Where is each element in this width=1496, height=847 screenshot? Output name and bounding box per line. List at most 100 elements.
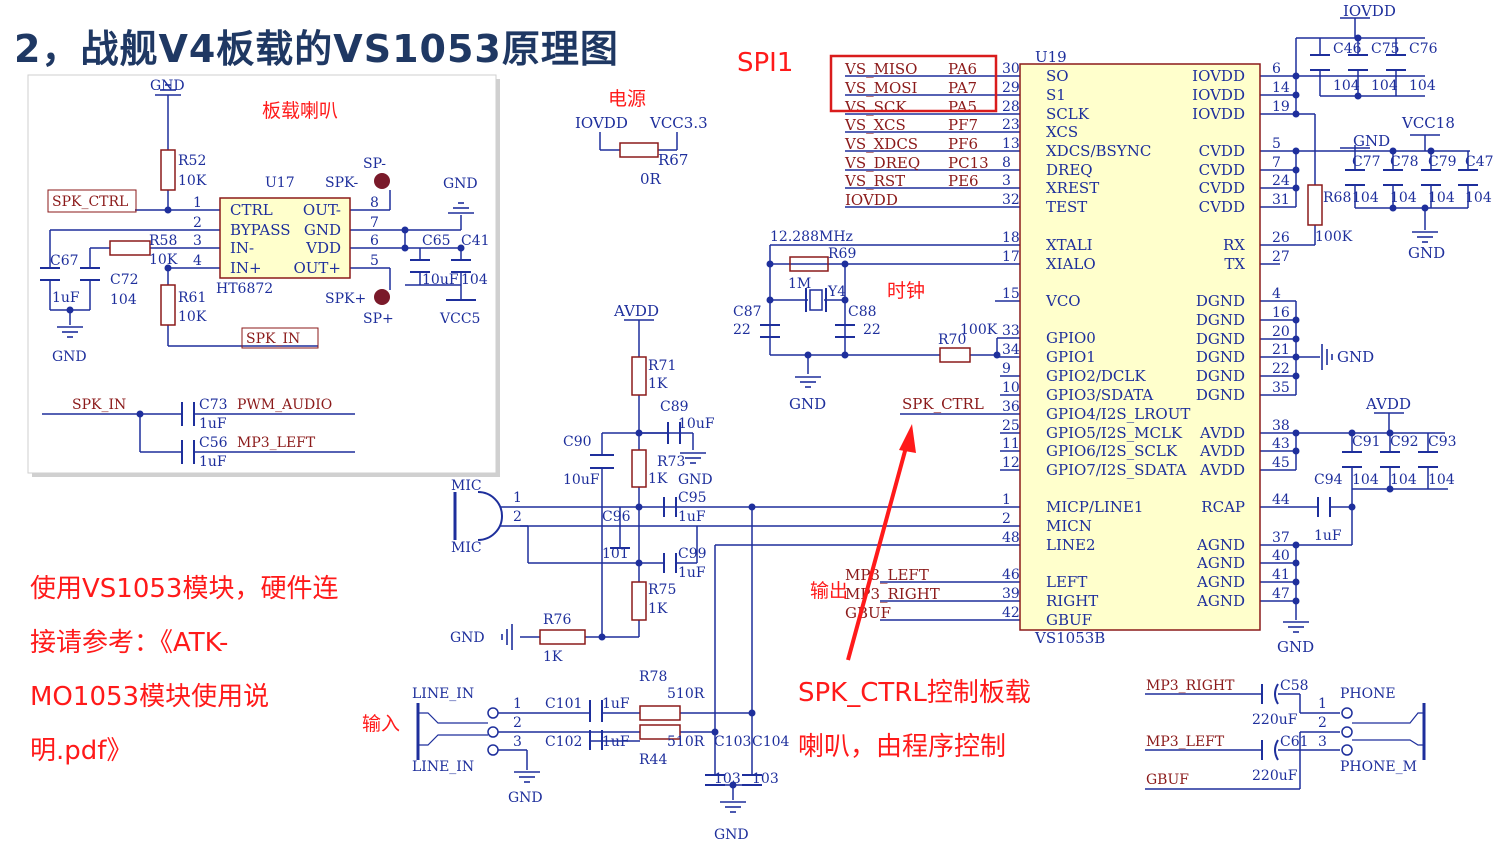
junction-dots bbox=[598, 34, 1435, 789]
chip-pin-name: GPIO3/SDATA bbox=[1046, 386, 1153, 404]
svg-text:C58: C58 bbox=[1280, 678, 1309, 694]
svg-text:C90: C90 bbox=[563, 434, 592, 450]
chip-pin-name: GPIO0 bbox=[1046, 329, 1096, 347]
r67-resistor bbox=[619, 142, 659, 158]
chip-pin-name: XREST bbox=[1046, 179, 1099, 197]
svg-text:MIC: MIC bbox=[451, 540, 482, 556]
chip-pin-number: 15 bbox=[1002, 286, 1020, 302]
ic-pin-number: 2 bbox=[193, 215, 202, 231]
net-label: VS_XCS bbox=[844, 116, 906, 134]
svg-text:IOVDD: IOVDD bbox=[1343, 2, 1396, 20]
svg-text:C103: C103 bbox=[714, 734, 751, 750]
svg-text:1uF: 1uF bbox=[199, 454, 227, 470]
chip-pin-name: AGND bbox=[1196, 573, 1245, 591]
ic-pin-number: 3 bbox=[193, 233, 202, 249]
note-line: 使用VS1053模块，硬件连 bbox=[30, 574, 339, 604]
chip-pin-name: GPIO5/I2S_MCLK bbox=[1046, 424, 1183, 442]
svg-text:AVDD: AVDD bbox=[1365, 395, 1411, 413]
svg-text:22: 22 bbox=[863, 322, 881, 338]
port-label: PA6 bbox=[948, 60, 977, 78]
svg-text:101: 101 bbox=[602, 546, 629, 562]
chip-pin-name: AVDD bbox=[1199, 442, 1245, 460]
chip-pin-number: 2 bbox=[1002, 511, 1011, 527]
note-line: MO1053模块使用说 bbox=[30, 682, 270, 712]
svg-text:10uF: 10uF bbox=[678, 416, 715, 432]
chip-pin-name: AVDD bbox=[1199, 424, 1245, 442]
chip-pin-number: 17 bbox=[1002, 249, 1020, 265]
net-label: VS_XDCS bbox=[844, 135, 918, 153]
chip-pin-number: 33 bbox=[1002, 323, 1020, 339]
chip-pin-name: GPIO1 bbox=[1046, 348, 1096, 366]
port-label: PF7 bbox=[948, 116, 978, 134]
svg-text:10K: 10K bbox=[149, 252, 178, 268]
note-line: 明.pdf》 bbox=[30, 736, 133, 766]
chip-part: VS1053B bbox=[1034, 629, 1105, 647]
chip-pin-number: 26 bbox=[1272, 230, 1290, 246]
chip-pin-number: 35 bbox=[1272, 380, 1290, 396]
ic-pin-number: 5 bbox=[370, 253, 379, 269]
output-note: 输出 bbox=[810, 580, 849, 602]
speaker-inset-title: 板载喇叭 bbox=[262, 100, 339, 122]
svg-text:SPK_IN: SPK_IN bbox=[72, 397, 126, 413]
page-title: 2，战舰V4板载的VS1053原理图 bbox=[14, 27, 619, 71]
chip-pin-name: IOVDD bbox=[1192, 86, 1245, 104]
svg-text:C41: C41 bbox=[461, 233, 490, 249]
chip-ref: U19 bbox=[1035, 48, 1067, 66]
svg-text:SPK_CTRL: SPK_CTRL bbox=[52, 194, 128, 210]
svg-text:104: 104 bbox=[1428, 190, 1455, 206]
vs1053-chip bbox=[1019, 63, 1261, 631]
svg-text:SPK-: SPK- bbox=[325, 175, 358, 191]
chip-pin-name: TEST bbox=[1046, 198, 1087, 216]
chip-pin-name: GPIO4/I2S_LROUT bbox=[1046, 405, 1190, 423]
svg-text:104: 104 bbox=[110, 292, 137, 308]
net-label: MP3_RIGHT bbox=[845, 585, 940, 603]
chip-pin-number: 32 bbox=[1002, 192, 1020, 208]
chip-pin-number: 16 bbox=[1272, 305, 1290, 321]
svg-text:104: 104 bbox=[1390, 190, 1417, 206]
svg-text:Y4: Y4 bbox=[827, 284, 846, 300]
chip-pin-number: 3 bbox=[1002, 173, 1011, 189]
svg-text:C92: C92 bbox=[1390, 434, 1419, 450]
chip-pin-name: CVDD bbox=[1199, 179, 1245, 197]
chip-pin-name: IOVDD bbox=[1192, 67, 1245, 85]
svg-text:C95: C95 bbox=[678, 490, 707, 506]
chip-pin-number: 20 bbox=[1272, 324, 1290, 340]
chip-pin-number: 36 bbox=[1002, 399, 1020, 415]
svg-text:SPK+: SPK+ bbox=[325, 291, 366, 307]
svg-text:MP3_LEFT: MP3_LEFT bbox=[237, 435, 316, 451]
svg-text:3: 3 bbox=[1318, 734, 1327, 750]
svg-text:GND: GND bbox=[443, 176, 478, 192]
ic-pin-name: VDD bbox=[305, 239, 341, 257]
chip-pin-number: 40 bbox=[1272, 548, 1290, 564]
svg-text:104: 104 bbox=[1352, 190, 1379, 206]
svg-text:VCC18: VCC18 bbox=[1401, 114, 1455, 132]
chip-pin-name: VCO bbox=[1045, 292, 1081, 310]
svg-text:1uF: 1uF bbox=[678, 565, 706, 581]
svg-text:C47: C47 bbox=[1465, 154, 1494, 170]
svg-text:R75: R75 bbox=[648, 582, 676, 598]
svg-text:C87: C87 bbox=[733, 304, 762, 320]
svg-text:VCC5: VCC5 bbox=[439, 311, 480, 327]
svg-text:C78: C78 bbox=[1390, 154, 1419, 170]
svg-text:C91: C91 bbox=[1352, 434, 1381, 450]
chip-pin-number: 13 bbox=[1002, 136, 1020, 152]
svg-text:104: 104 bbox=[1371, 78, 1398, 94]
chip-pin-name: DGND bbox=[1196, 386, 1245, 404]
ic-pin-number: 6 bbox=[370, 233, 379, 249]
ic-pin-name: BYPASS bbox=[230, 221, 291, 239]
input-note: 输入 bbox=[362, 713, 401, 735]
net-label: VS_DREQ bbox=[844, 154, 920, 172]
ic-pin-number: 7 bbox=[370, 215, 379, 231]
svg-text:C46: C46 bbox=[1333, 41, 1362, 57]
ic-pin-name: IN+ bbox=[230, 259, 262, 277]
svg-text:C61: C61 bbox=[1280, 734, 1309, 750]
svg-text:R71: R71 bbox=[648, 358, 676, 374]
svg-text:MP3_LEFT: MP3_LEFT bbox=[1146, 734, 1225, 750]
chip-pin-number: 27 bbox=[1272, 249, 1290, 265]
svg-text:U17: U17 bbox=[265, 175, 295, 191]
chip-pin-number: 6 bbox=[1272, 61, 1281, 77]
chip-pin-number: 43 bbox=[1272, 436, 1290, 452]
